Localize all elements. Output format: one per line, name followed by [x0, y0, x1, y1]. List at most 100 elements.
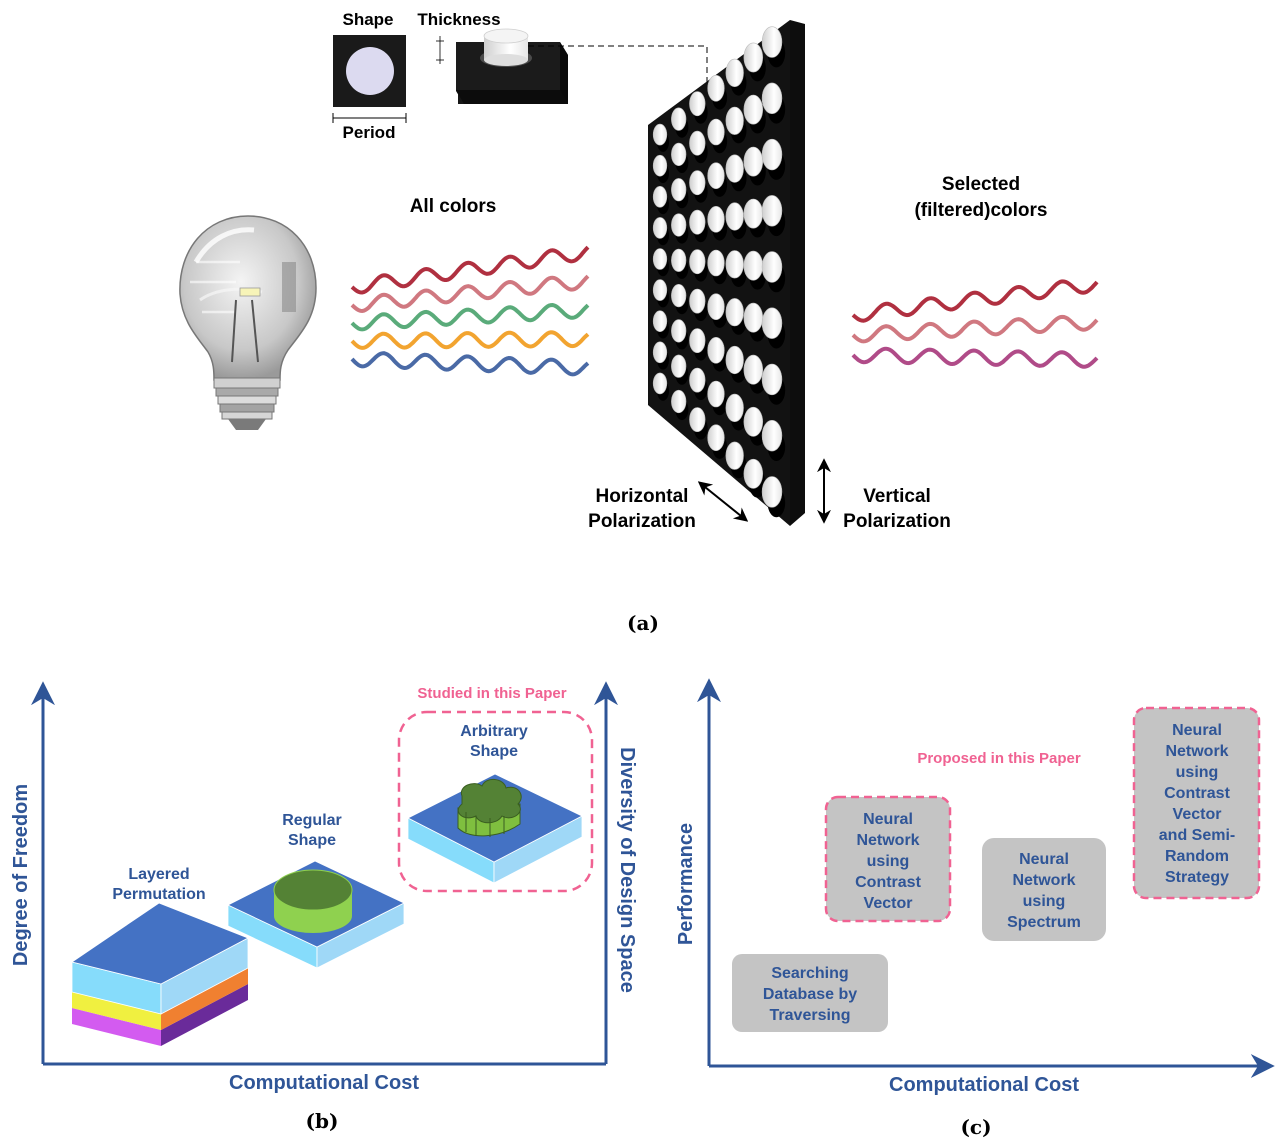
- nanopillar: [761, 476, 783, 508]
- layered-permutation-block: [71, 902, 249, 1046]
- nanopillar: [743, 458, 763, 489]
- nanopillar: [652, 186, 668, 208]
- nanopillar: [743, 94, 763, 125]
- box-search-line: Searching: [771, 965, 848, 982]
- nanopillar: [671, 107, 687, 131]
- x-axis-label-b: Computational Cost: [229, 1072, 419, 1094]
- nanopillar: [652, 248, 668, 270]
- nanopillar: [689, 367, 706, 393]
- incoming-wave: [350, 245, 590, 295]
- light-bulb-icon: [179, 215, 317, 430]
- nanopillar: [725, 250, 744, 279]
- selected-colors-label-line1: Selected: [942, 174, 1020, 195]
- outgoing-waves: [851, 279, 1099, 369]
- nanopillar: [671, 319, 687, 343]
- box-semirandom-line: Strategy: [1165, 869, 1229, 886]
- incoming-wave: [350, 302, 590, 332]
- nanopillar: [725, 298, 744, 327]
- nanopillar: [671, 213, 687, 237]
- nanopillar: [761, 138, 783, 171]
- box-semirandom-line: Neural: [1172, 722, 1222, 739]
- box-contrast-line: using: [867, 853, 910, 870]
- caption-a: (a): [627, 611, 659, 635]
- nanopillar: [743, 354, 763, 385]
- nanopillar: [725, 441, 744, 470]
- pillar-top-circle: [346, 47, 394, 95]
- horizontal-label-line1: Horizontal: [596, 486, 689, 507]
- nanopillar: [743, 42, 763, 73]
- box-contrast-line: Vector: [864, 895, 913, 912]
- nanopillar: [761, 307, 783, 339]
- unit-cell-top-view: [332, 35, 407, 123]
- outgoing-wave: [851, 346, 1099, 369]
- box-spectrum-line: Neural: [1019, 851, 1069, 868]
- box-semirandom-line: Network: [1165, 743, 1228, 760]
- box-contrast-line: Contrast: [855, 874, 921, 891]
- right-axis-label-b: Diversity of Design Space: [616, 747, 638, 993]
- nanopillar: [725, 154, 744, 183]
- nanopillar: [652, 372, 668, 395]
- box-searching-database: [732, 954, 888, 1032]
- nanopillar: [725, 58, 744, 88]
- box-semirandom-line: Vector: [1173, 806, 1222, 823]
- studied-highlight-box: [397, 710, 594, 893]
- panel-c: Performance Computational Cost Proposed …: [675, 678, 1275, 1139]
- studied-label: Studied in this Paper: [417, 685, 566, 702]
- nanopillar: [689, 91, 706, 117]
- outgoing-wave: [851, 314, 1099, 344]
- nanopillar: [761, 251, 783, 283]
- arbitrary-label-line1: Arbitrary: [460, 723, 528, 740]
- nanopillar: [652, 123, 668, 146]
- arbitrary-label-line2: Shape: [470, 743, 518, 760]
- horizontal-label-line2: Polarization: [588, 511, 696, 532]
- horizontal-polarization-arrow: [697, 481, 749, 522]
- nanopillar: [761, 195, 783, 227]
- box-semi-random: [1132, 706, 1261, 900]
- nanopillar: [652, 279, 668, 301]
- nanopillar: [743, 406, 763, 437]
- nanopillar: [707, 249, 725, 277]
- box-contrast-line: Network: [856, 832, 919, 849]
- box-search-line: Traversing: [770, 1007, 851, 1024]
- nanopillar: [671, 178, 687, 202]
- box-contrast-line: Neural: [863, 811, 913, 828]
- nanopillar: [725, 106, 744, 135]
- caption-c: (c): [960, 1115, 991, 1139]
- nanopillar: [707, 336, 725, 364]
- incoming-wave: [350, 330, 590, 350]
- nanopillar: [743, 250, 763, 281]
- nanopillar: [689, 328, 706, 354]
- nanopillar: [689, 249, 706, 275]
- vertical-label-line1: Vertical: [863, 486, 931, 507]
- regular-shape-block: [227, 860, 405, 969]
- nanopillar: [761, 82, 783, 115]
- nanopillar: [761, 26, 783, 58]
- panel-b: Degree of Freedom Computational Cost Div…: [10, 681, 638, 1133]
- all-colors-label: All colors: [410, 196, 497, 217]
- nanopillar: [652, 341, 668, 364]
- layered-label-line1: Layered: [128, 866, 189, 883]
- nanopillar: [652, 310, 668, 333]
- nanopillar: [707, 380, 725, 408]
- box-spectrum-line: Spectrum: [1007, 914, 1081, 931]
- thickness-label: Thickness: [417, 10, 500, 29]
- nanopillar: [707, 118, 725, 146]
- box-semirandom-line: using: [1176, 764, 1219, 781]
- vertical-label-line2: Polarization: [843, 511, 951, 532]
- nanopillar: [725, 202, 744, 231]
- caption-b: (b): [306, 1109, 339, 1133]
- box-semirandom-line: and Semi-: [1159, 827, 1235, 844]
- incoming-wave: [350, 351, 590, 377]
- nanopillar: [761, 420, 783, 452]
- nanopillar: [652, 217, 668, 239]
- proposed-label: Proposed in this Paper: [917, 750, 1081, 767]
- shape-label: Shape: [342, 10, 393, 29]
- box-semirandom-line: Random: [1165, 848, 1229, 865]
- nanopillar: [652, 154, 668, 177]
- regular-label-line1: Regular: [282, 812, 342, 829]
- box-semirandom-line: Contrast: [1164, 785, 1230, 802]
- nanopillar: [671, 389, 687, 414]
- nanopillar: [689, 130, 706, 156]
